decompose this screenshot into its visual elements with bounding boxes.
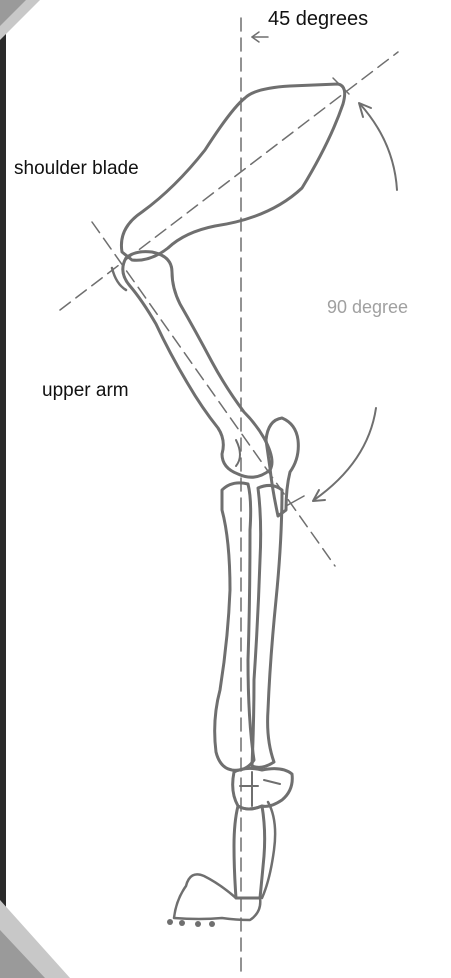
arc-90-upper [360,104,397,190]
forearm-radius [215,483,254,770]
hoof-dots [167,919,215,927]
forearm-ulna [252,485,282,767]
shoulder-blade-label: shoulder blade [14,159,139,178]
hoof-dot [209,921,215,927]
left-frame-border [0,0,6,978]
hoof-dot [179,920,185,926]
arc-90-lower [314,408,376,500]
pastern-bones [174,874,260,920]
angle-45-label: 45 degrees [268,9,368,29]
upper-arm-bone [123,252,272,478]
upper-arm-label: upper arm [42,381,129,400]
cannon-bone [234,806,265,898]
hoof-dot [167,919,173,925]
elbow-joint-detail [236,440,240,466]
hoof-dot [195,921,201,927]
angle-90-label: 90 degree [327,298,408,316]
carpal-bone-divisions [240,772,280,806]
shoulder-blade-bone [121,84,344,260]
shoulder-blade-axis-line [60,52,398,310]
